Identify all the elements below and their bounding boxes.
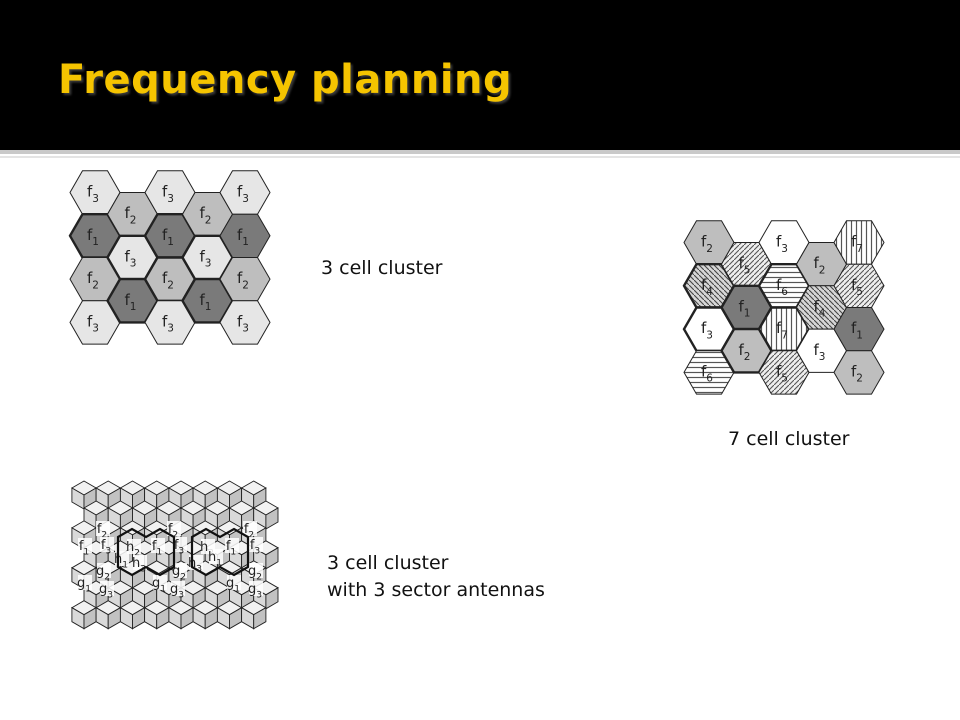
sector-label: f2 bbox=[168, 522, 178, 541]
sector-label: g2 bbox=[248, 564, 262, 583]
seven-cell-cluster-caption: 7 cell cluster bbox=[728, 426, 849, 453]
sector-label-bg bbox=[78, 575, 92, 590]
cell-label: f1 bbox=[87, 226, 99, 248]
sector-label: f1 bbox=[226, 539, 236, 558]
cell-hexagon bbox=[219, 300, 271, 345]
sector-label: f3 bbox=[101, 538, 112, 557]
sector-label-bg bbox=[249, 563, 263, 578]
cell-label: f3 bbox=[200, 247, 212, 269]
cell-label: f2 bbox=[200, 204, 212, 226]
sector-label-bg bbox=[127, 539, 141, 554]
sector-label: g1 bbox=[226, 576, 240, 595]
cell-label: f1 bbox=[851, 319, 863, 341]
cell-label: f2 bbox=[851, 362, 863, 384]
sector-label-bg bbox=[249, 581, 263, 596]
cell-label: f3 bbox=[237, 183, 249, 205]
sector-facet bbox=[253, 606, 267, 630]
seven-cell-caption-text: 7 cell cluster bbox=[728, 428, 850, 450]
cell-label: f6 bbox=[701, 362, 713, 384]
cell-label: f6 bbox=[776, 276, 788, 298]
cell-label: f2 bbox=[701, 233, 713, 255]
cell-label: f3 bbox=[776, 233, 788, 255]
slide-header: Frequency planning bbox=[0, 0, 960, 150]
sector-label-bg bbox=[100, 581, 114, 596]
cell-label: f2 bbox=[87, 269, 99, 291]
three-cell-cluster-caption: 3 cell cluster bbox=[321, 255, 442, 282]
seven-cell-cluster-diagram: f2 f4 f3 f6 f5 f1 f2 f3 f6 f7 f5 f2 f4 f3 f7 f5 f1 f2 bbox=[682, 220, 885, 395]
cell-label: f3 bbox=[87, 312, 99, 334]
header-divider bbox=[0, 150, 960, 154]
cell-label: f3 bbox=[237, 312, 249, 334]
cell-label: f5 bbox=[851, 276, 863, 298]
slide-title: Frequency planning bbox=[58, 57, 513, 103]
sector-label-bg bbox=[78, 538, 92, 553]
sector-label-bg bbox=[167, 521, 181, 536]
cell-label: f3 bbox=[162, 183, 174, 205]
sector-label: g3 bbox=[248, 582, 262, 601]
cell-label: f3 bbox=[125, 247, 137, 269]
sector-label: g2 bbox=[172, 564, 186, 583]
sector-label-bg bbox=[227, 575, 241, 590]
header-divider-light bbox=[0, 156, 960, 158]
sector-label-bg bbox=[249, 537, 263, 552]
cell-label: f2 bbox=[739, 341, 751, 363]
sector-label: g1 bbox=[152, 576, 166, 595]
cell-label: f2 bbox=[162, 269, 174, 291]
sector-label: g1 bbox=[77, 576, 91, 595]
sector-label: f3 bbox=[250, 538, 261, 557]
sector-label: h1 bbox=[208, 550, 222, 569]
sector-cluster-caption: 3 cell cluster with 3 sector antennas bbox=[327, 550, 545, 604]
sector-caption-line-1: 3 cell cluster bbox=[327, 552, 449, 574]
sector-label-bg bbox=[173, 537, 187, 552]
cell-hexagon bbox=[833, 350, 885, 395]
sector-antenna-cluster-diagram: f2f2f2f1f3h2f1f3h2f1f3h1h3h3h1g2g2g2g1g3… bbox=[71, 480, 279, 630]
cell-label: f7 bbox=[776, 319, 788, 341]
cell-label: f3 bbox=[701, 319, 713, 341]
cell-label: f5 bbox=[739, 254, 751, 276]
cell-label: f4 bbox=[814, 297, 826, 319]
sector-label-bg bbox=[173, 563, 187, 578]
sector-label-bg bbox=[151, 538, 165, 553]
cell-label: f2 bbox=[814, 254, 826, 276]
sector-label: g3 bbox=[170, 582, 184, 601]
cluster-outline bbox=[116, 527, 250, 577]
cell-label: f4 bbox=[701, 276, 713, 298]
cell-label: f2 bbox=[237, 269, 249, 291]
sector-label: f3 bbox=[174, 538, 185, 557]
cell-label: f3 bbox=[814, 341, 826, 363]
sector-label: f2 bbox=[244, 522, 254, 541]
cell-label: f1 bbox=[237, 226, 249, 248]
cell-label: f1 bbox=[162, 226, 174, 248]
cell-label: f7 bbox=[851, 233, 863, 255]
cell-label: f1 bbox=[125, 291, 137, 313]
sector-label: f1 bbox=[79, 539, 89, 558]
sector-label-bg bbox=[100, 537, 114, 552]
sector-caption-line-2: with 3 sector antennas bbox=[327, 579, 545, 601]
cell-label: f3 bbox=[162, 312, 174, 334]
cell-label: f2 bbox=[125, 204, 137, 226]
cell-label: f1 bbox=[739, 297, 751, 319]
cell-label: f5 bbox=[776, 362, 788, 384]
sector-label: h2 bbox=[126, 540, 140, 559]
sector-label-bg bbox=[225, 538, 239, 553]
sector-label-bg bbox=[96, 521, 110, 536]
sector-label: g2 bbox=[96, 564, 110, 583]
sector-label-bg bbox=[133, 555, 147, 570]
sector-label-bg bbox=[153, 575, 167, 590]
cell-label: f3 bbox=[87, 183, 99, 205]
sector-label-bg bbox=[209, 549, 223, 564]
three-cell-caption-text: 3 cell cluster bbox=[321, 257, 443, 279]
sector-label: f2 bbox=[97, 522, 107, 541]
sector-label: g3 bbox=[99, 582, 113, 601]
sector-label-bg bbox=[171, 581, 185, 596]
sector-label-bg bbox=[97, 563, 111, 578]
cell-label: f1 bbox=[200, 291, 212, 313]
sector-label-bg bbox=[243, 521, 257, 536]
three-cell-cluster-diagram: f3 f1 f2 f3 f2 f3 f1 f3 f1 f2 f3 f2 f3 f1 f3 f1 f2 f3 bbox=[68, 170, 271, 345]
sector-label: f1 bbox=[152, 539, 162, 558]
